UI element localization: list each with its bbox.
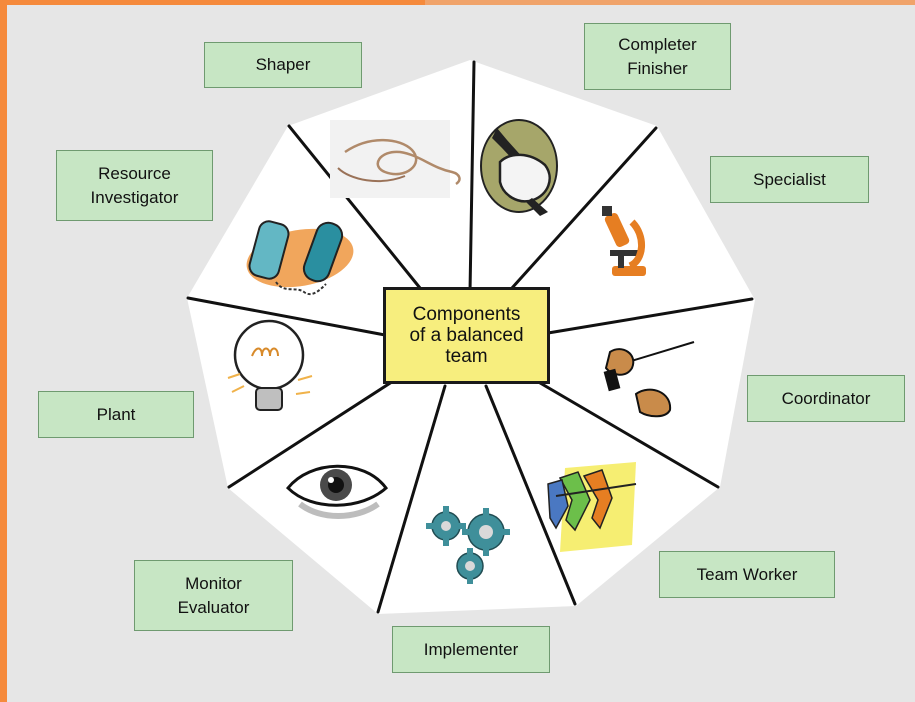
divider-line xyxy=(468,60,476,294)
frame-top-border xyxy=(0,0,425,5)
bulb-base xyxy=(255,387,283,411)
role-label: Resource Investigator xyxy=(90,163,179,207)
telephone-icon xyxy=(246,220,354,296)
divider-line xyxy=(227,376,400,489)
role-monitor-evaluator: Monitor Evaluator xyxy=(134,560,293,631)
rope-shadow xyxy=(330,120,450,198)
frame-top-border-light xyxy=(425,0,915,5)
microscope-arm xyxy=(628,219,645,270)
conductor-cuff xyxy=(603,368,621,392)
rope-icon xyxy=(330,120,461,198)
microscope-eyepiece xyxy=(602,206,612,216)
rowing-team-icon xyxy=(547,462,637,552)
team-figure-blue xyxy=(547,479,569,530)
role-plant: Plant xyxy=(38,391,194,438)
divider-line xyxy=(287,124,422,290)
role-label: Specialist xyxy=(753,169,826,189)
gears-icon xyxy=(426,506,510,584)
frame-left-border xyxy=(0,0,7,702)
microscope-base xyxy=(612,266,646,276)
wheel-dividers xyxy=(186,60,754,614)
hand-wrench-icon xyxy=(480,119,558,216)
role-implementer: Implementer xyxy=(392,626,550,673)
bulb-rays xyxy=(227,373,313,395)
microscope-icon xyxy=(602,206,646,276)
bulb-filament xyxy=(251,347,279,357)
role-label: Plant xyxy=(96,404,136,424)
hand xyxy=(498,153,551,203)
gear-teeth xyxy=(426,506,510,584)
divider-line xyxy=(186,296,387,337)
divider-line xyxy=(376,384,447,614)
phone-receiver xyxy=(302,221,344,283)
team-oar xyxy=(555,483,637,497)
role-team-worker: Team Worker xyxy=(659,551,835,598)
gear-hub xyxy=(465,561,475,571)
conductor-hand-lower xyxy=(634,388,672,418)
role-label: Implementer xyxy=(423,639,519,659)
role-label: Team Worker xyxy=(696,564,798,584)
divider-line xyxy=(510,126,658,290)
role-label: Coordinator xyxy=(781,388,871,408)
conductor-baton xyxy=(627,341,695,363)
center-text: Components of a balanced team xyxy=(409,304,524,367)
phone-cord xyxy=(275,281,327,296)
rope-coil xyxy=(344,138,461,186)
role-coordinator: Coordinator xyxy=(747,375,905,422)
team-figure-green xyxy=(558,471,591,532)
microscope-tube xyxy=(604,212,630,248)
microscope-pillar xyxy=(618,256,624,268)
divider-line xyxy=(533,378,720,489)
gear-hub xyxy=(479,525,493,539)
divider-line xyxy=(546,297,754,335)
eye-highlight xyxy=(328,477,334,483)
role-resource-investigator: Resource Investigator xyxy=(56,150,213,221)
eye-shadow xyxy=(298,501,380,519)
gear-hub xyxy=(441,521,451,531)
divider-line xyxy=(484,384,577,606)
role-label: Shaper xyxy=(255,55,311,74)
rope-loop xyxy=(337,167,406,183)
team-figure-orange xyxy=(582,469,613,530)
role-completer-finisher: Completer Finisher xyxy=(584,23,731,90)
center-label: Components of a balanced team xyxy=(383,287,550,384)
role-specialist: Specialist xyxy=(710,156,869,203)
phone-handset xyxy=(248,220,290,280)
microscope-stage xyxy=(610,250,640,256)
lightbulb-icon xyxy=(227,319,313,411)
role-shaper: Shaper xyxy=(204,42,362,88)
eye-icon xyxy=(285,464,389,519)
conductor-hands-icon xyxy=(603,341,695,418)
role-label: Completer Finisher xyxy=(618,34,697,78)
role-label: Monitor Evaluator xyxy=(177,573,250,617)
sleeve xyxy=(526,198,548,216)
